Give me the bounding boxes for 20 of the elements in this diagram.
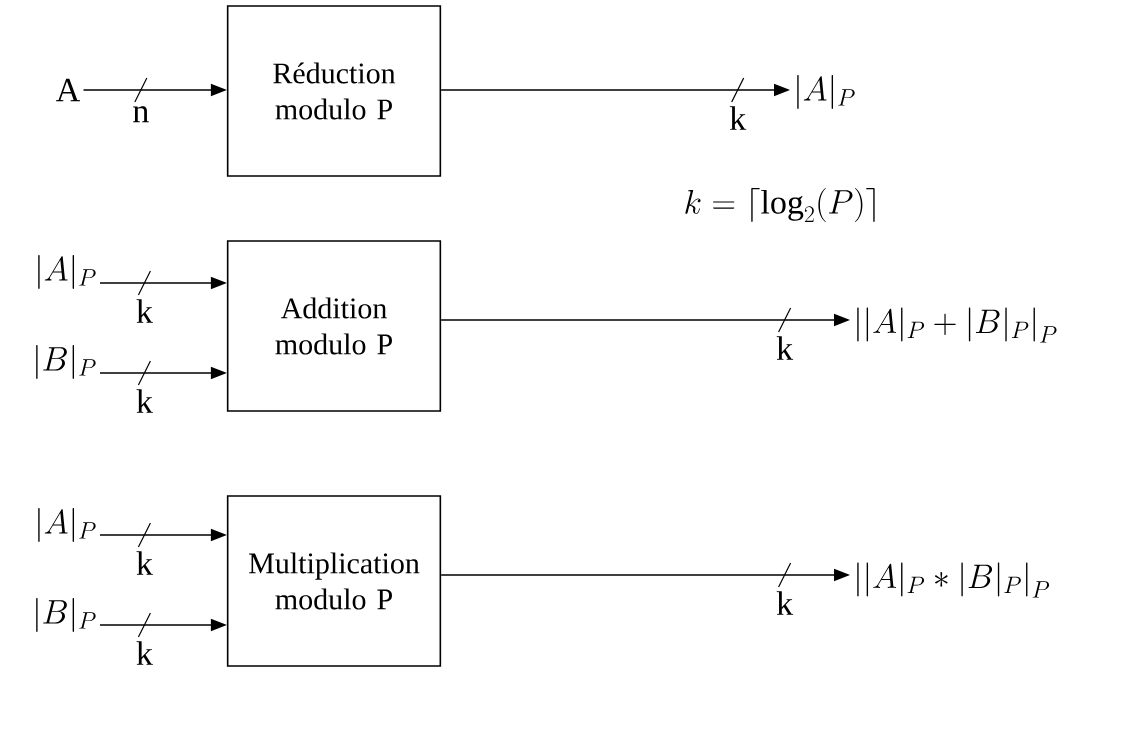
signal-label: $|A|_P$ [38, 508, 96, 542]
signal-label: $\Big||A|_P*|B|_P\Big|_P$ [857, 562, 1050, 598]
signal-label: A [56, 78, 81, 102]
process-box: Réduction modulo P [226, 5, 442, 177]
edge-label: k [136, 299, 153, 323]
edge-label: k [136, 551, 153, 575]
edge-label: k [729, 106, 747, 130]
edge-label: k [776, 591, 794, 615]
edge-label: n [133, 106, 149, 123]
signal-label: $|A|_P$ [38, 255, 96, 289]
process-box: Addition modulo P [226, 240, 442, 412]
formula: $k=\lceil\log_2(P)\rceil$ [685, 188, 875, 222]
signal-label: $|A|_P$ [797, 75, 855, 109]
signal-label: $|B|_P$ [36, 345, 96, 379]
edge-label: k [136, 389, 153, 413]
edge-label: k [776, 336, 794, 360]
signal-label: $|B|_P$ [36, 598, 96, 632]
signal-label: $\Big||A|_P+|B|_P\Big|_P$ [857, 307, 1057, 343]
edge-label: k [136, 641, 153, 665]
process-box: Multiplication modulo P [226, 495, 442, 667]
